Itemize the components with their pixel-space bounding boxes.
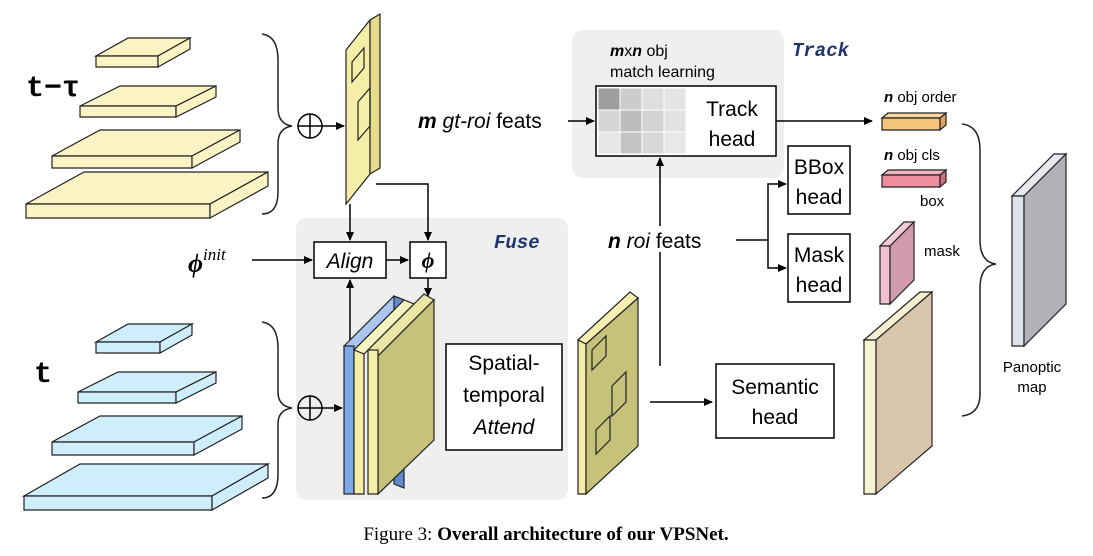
order-output bbox=[880, 111, 948, 132]
order-label: n obj order bbox=[884, 89, 957, 106]
mask-label: mask bbox=[924, 243, 960, 260]
attend-line-1: Spatial- bbox=[468, 352, 539, 375]
fpn-level-prev-3 bbox=[51, 128, 241, 170]
semantic-head-line-2: head bbox=[752, 406, 799, 429]
mask-head-box bbox=[787, 233, 851, 303]
sum-icon-prev bbox=[297, 113, 323, 139]
fpn-pyramid-prev bbox=[25, 36, 269, 220]
bbox-head-box bbox=[787, 145, 851, 215]
match-line-1: mxn obj bbox=[610, 43, 668, 60]
track-head-line-2: head bbox=[709, 128, 756, 151]
attend-line-2: temporal bbox=[463, 384, 545, 407]
align-label: Align bbox=[325, 250, 374, 273]
semantic-output bbox=[862, 290, 934, 496]
attend-line-3: Attend bbox=[472, 416, 536, 439]
cls-output bbox=[880, 168, 948, 189]
track-head-line-1: Track bbox=[706, 98, 758, 121]
fpn-level-curr-2 bbox=[77, 371, 217, 404]
panoptic-output bbox=[1010, 152, 1068, 348]
match-matrix bbox=[597, 87, 687, 155]
brace-output bbox=[961, 123, 997, 417]
panoptic-line-2: map bbox=[1017, 379, 1046, 396]
feature-map-fused bbox=[367, 293, 435, 496]
arrow-to-bbox bbox=[767, 180, 787, 240]
curr-frame-label: t bbox=[34, 358, 52, 392]
figure-caption: Figure 3: Overall architecture of our VP… bbox=[363, 524, 728, 545]
cls-label: n obj cls bbox=[884, 147, 940, 164]
mask-head-line-2: head bbox=[796, 274, 843, 297]
track-panel-title: Track bbox=[792, 40, 850, 62]
semantic-head-line-1: Semantic bbox=[731, 376, 819, 399]
align-box bbox=[313, 241, 387, 279]
phi-label: ϕ bbox=[422, 248, 435, 273]
roi-feats-label: n roi feats bbox=[608, 230, 701, 253]
mask-head-line-1: Mask bbox=[794, 244, 845, 267]
mask-output bbox=[878, 220, 916, 306]
fpn-level-curr-1 bbox=[93, 322, 195, 355]
feature-map-roi bbox=[576, 291, 639, 496]
phi-init-label: ϕinit bbox=[188, 245, 227, 278]
gt-roi-feats-label: m gt-roi feats bbox=[418, 110, 542, 133]
fpn-level-prev-2 bbox=[79, 85, 217, 118]
fpn-level-prev-4 bbox=[25, 170, 269, 220]
brace-curr bbox=[261, 321, 293, 499]
box-label: box bbox=[920, 193, 945, 210]
fpn-level-prev-1 bbox=[93, 36, 193, 69]
fpn-level-curr-4 bbox=[21, 462, 271, 512]
semantic-head-box bbox=[715, 363, 835, 439]
bbox-head-line-2: head bbox=[796, 186, 843, 209]
feature-map-prev bbox=[345, 12, 381, 206]
brace-prev bbox=[261, 33, 293, 215]
bbox-head-line-1: BBox bbox=[794, 156, 845, 179]
attend-box bbox=[445, 343, 563, 451]
arrow-prev-to-phi bbox=[376, 183, 432, 241]
fpn-level-curr-3 bbox=[51, 414, 243, 457]
panoptic-line-1: Panoptic bbox=[1003, 359, 1062, 376]
arrow-to-mask bbox=[767, 240, 787, 272]
fuse-panel-title: Fuse bbox=[494, 232, 540, 254]
sum-icon-curr bbox=[297, 395, 323, 421]
match-line-2: match learning bbox=[610, 64, 715, 81]
prev-frame-label: t−τ bbox=[26, 72, 80, 106]
fpn-pyramid-curr bbox=[21, 322, 271, 512]
